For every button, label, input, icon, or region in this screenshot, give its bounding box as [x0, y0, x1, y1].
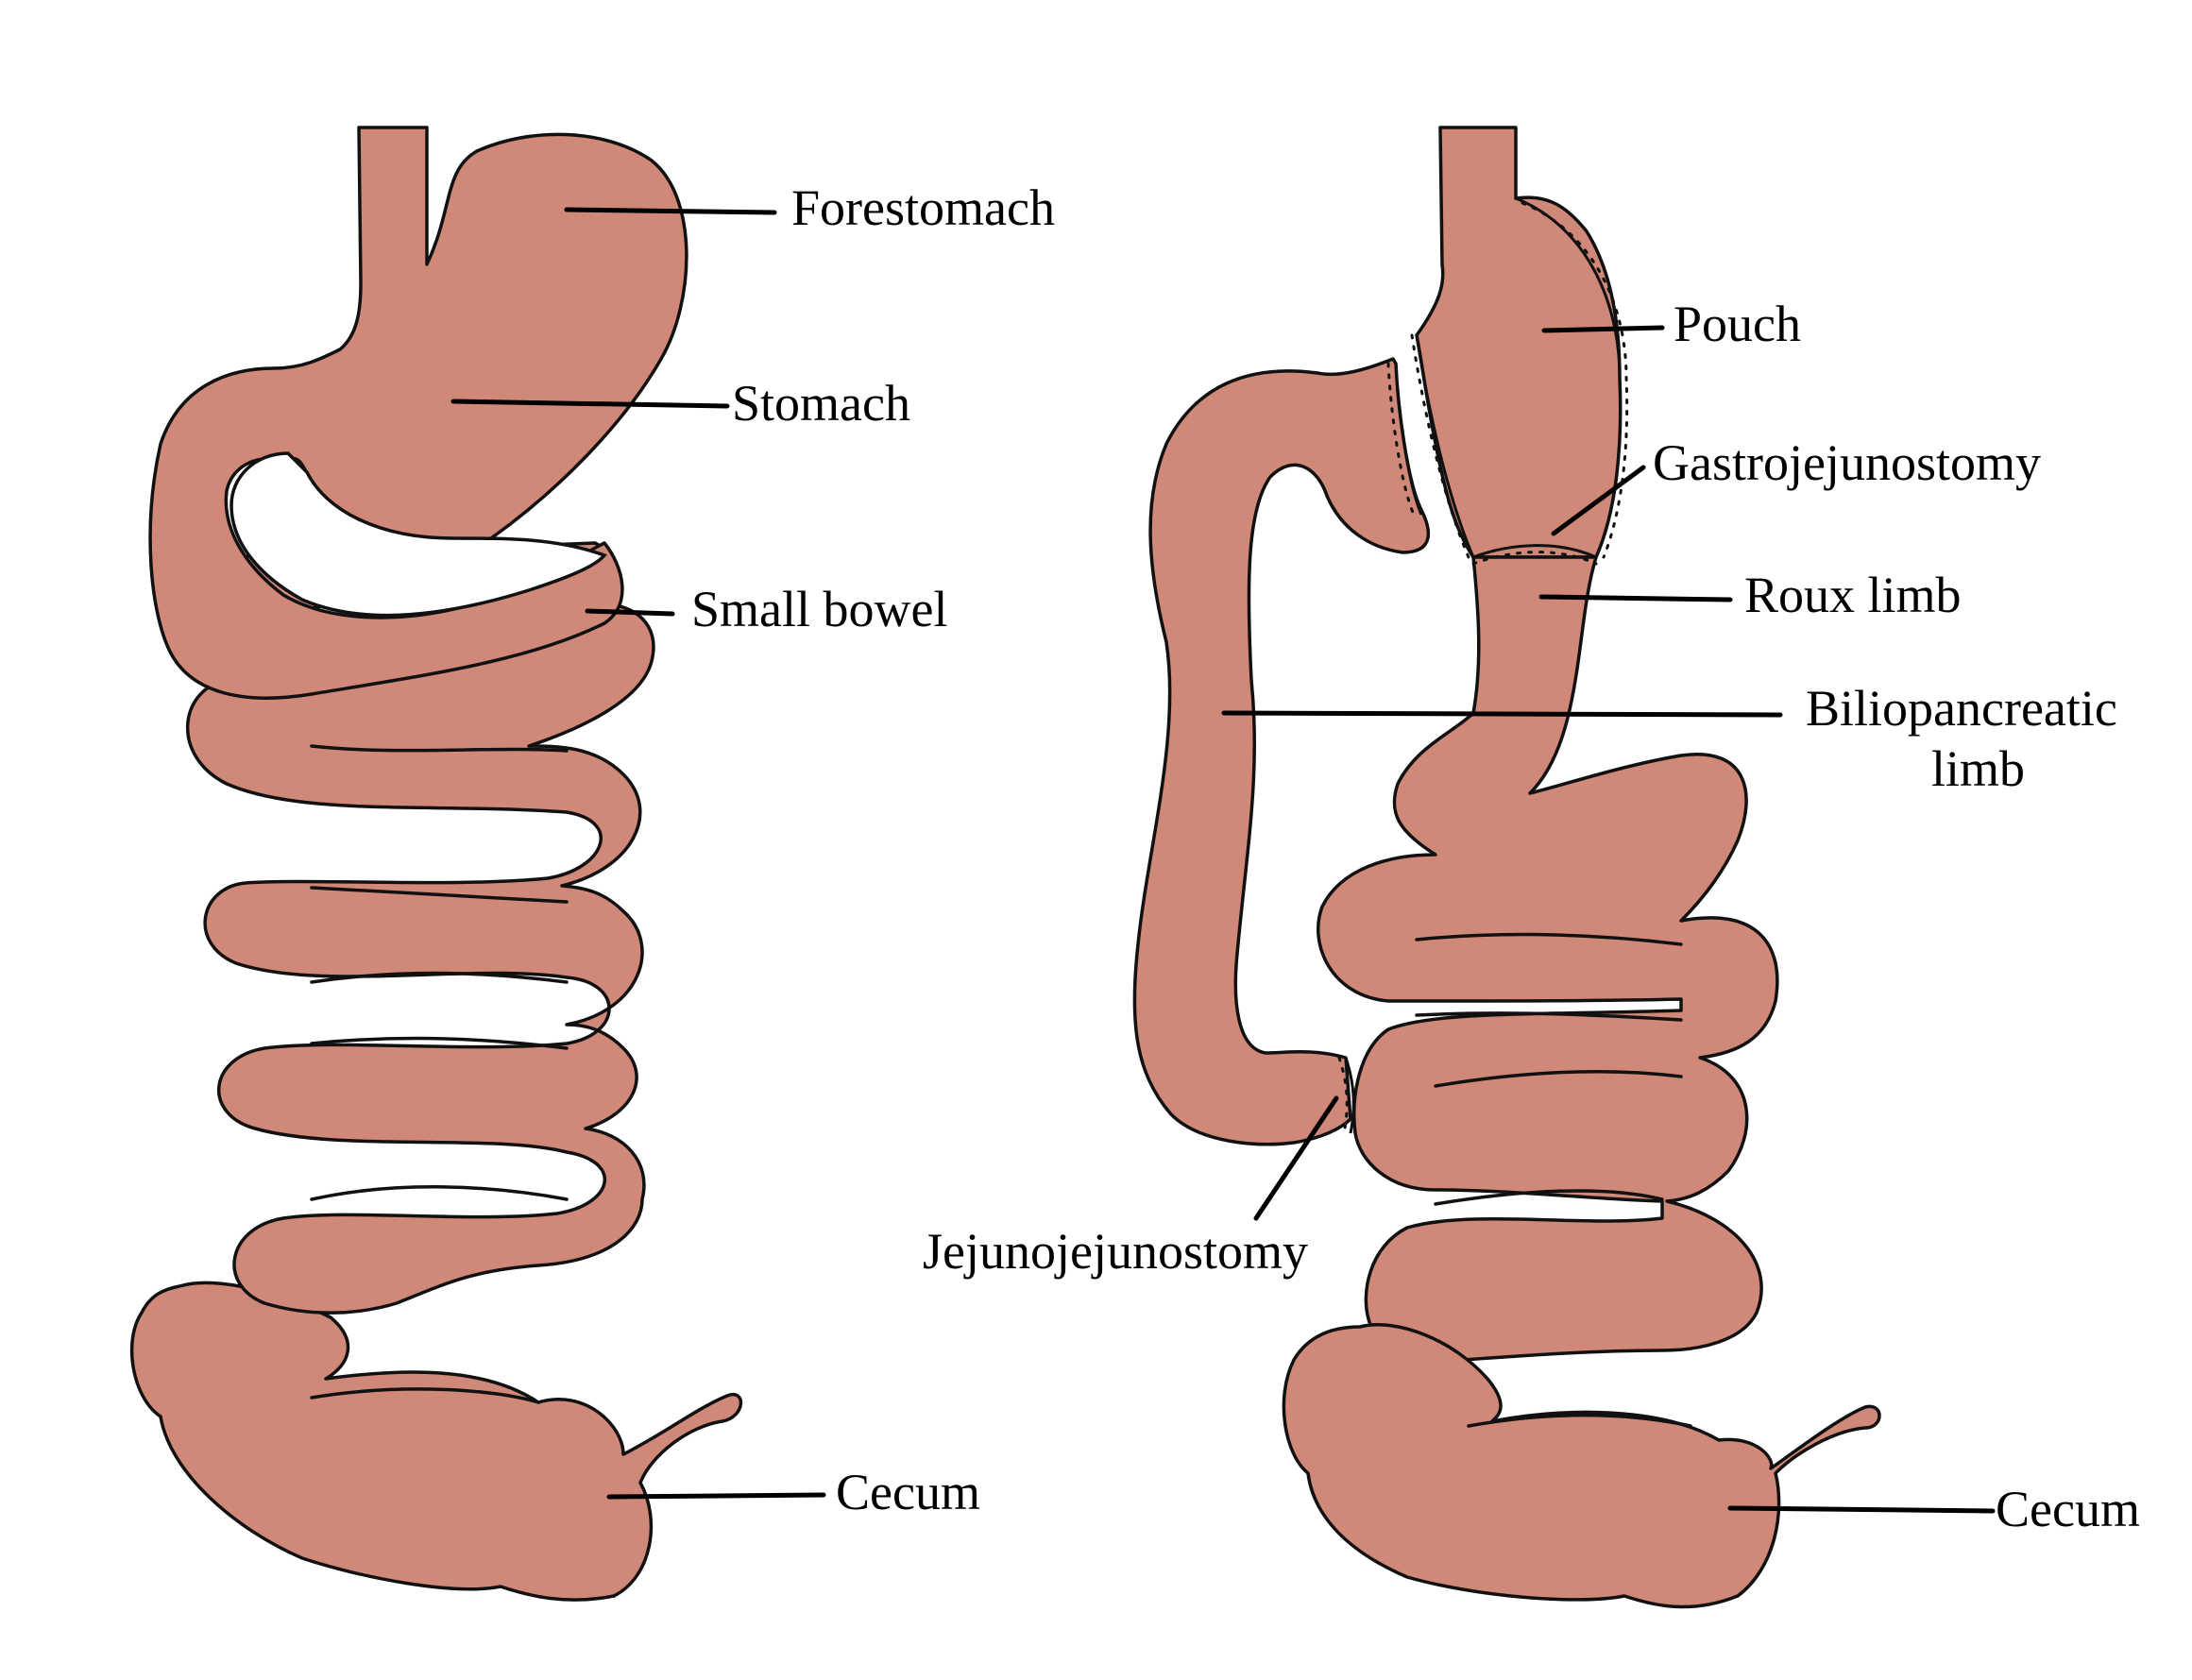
right-biliopancreatic-limb-shape	[1134, 359, 1428, 1145]
right-cecum-shape	[1283, 1325, 1879, 1607]
label-pouch: Pouch	[1674, 296, 1801, 352]
label-jejunojejunostomy: Jejunojejunostomy	[923, 1223, 1308, 1280]
leader-forestomach	[567, 210, 774, 212]
label-biliopancreatic-limb-1: Biliopancreatic	[1806, 680, 2117, 737]
left-diagram	[132, 127, 824, 1600]
label-biliopancreatic-limb-2: limb	[1931, 740, 2025, 797]
leader-small-bowel	[587, 611, 672, 614]
left-bowel-loops	[188, 604, 654, 1313]
leader-cecum-right	[1730, 1508, 1993, 1511]
leader-roux-limb	[1541, 597, 1730, 600]
label-cecum-left: Cecum	[836, 1464, 980, 1520]
label-stomach: Stomach	[732, 375, 910, 432]
left-cecum-shape	[132, 1282, 741, 1600]
label-cecum-right: Cecum	[1996, 1481, 2140, 1537]
label-gastrojejunostomy: Gastrojejunostomy	[1653, 434, 2041, 491]
leader-biliopancreatic-limb	[1224, 713, 1780, 715]
label-forestomach: Forestomach	[791, 179, 1055, 236]
label-small-bowel: Small bowel	[691, 581, 947, 637]
label-roux-limb: Roux limb	[1744, 567, 1962, 623]
right-roux-limb-shape	[1318, 557, 1777, 1361]
right-diagram	[1134, 127, 1993, 1607]
leader-cecum-left	[609, 1495, 824, 1497]
left-fold-5	[312, 1187, 567, 1199]
leader-pouch	[1544, 328, 1662, 331]
